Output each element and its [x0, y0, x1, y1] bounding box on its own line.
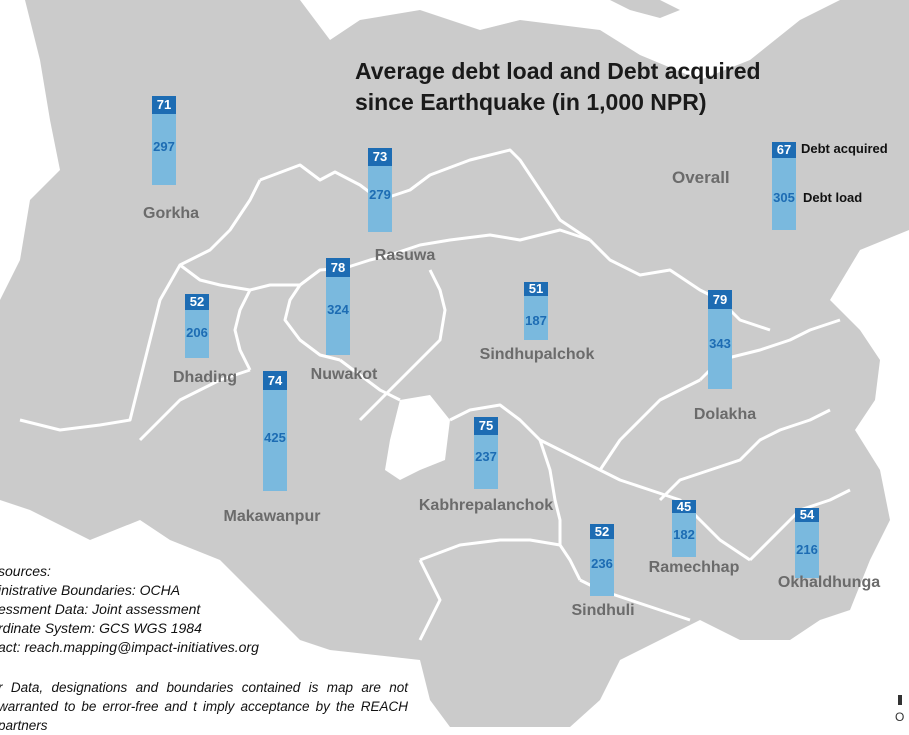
debt-load-value: 324 [326, 277, 350, 355]
debt-acquired-value: 73 [368, 148, 392, 166]
debt-acquired-value: 79 [708, 290, 732, 309]
disclaimer-text: r Data, designations and boundaries cont… [0, 680, 408, 733]
district-label-ramechhap: Ramechhap [648, 559, 740, 576]
sources-line-boundaries: inistrative Boundaries: OCHA [0, 582, 181, 598]
sources-heading: sources: [0, 563, 51, 579]
district-label-kabhrepalanchok: Kabhrepalanchok [418, 497, 554, 514]
district-label-makawanpur: Makawanpur [223, 508, 321, 525]
legend-debt-load-label: Debt load [803, 190, 863, 205]
title-line-1: Average debt load and Debt acquired [355, 58, 761, 84]
debt-load-value: 343 [708, 309, 732, 389]
debt-acquired-value: 78 [326, 258, 350, 277]
sources-block: sources: inistrative Boundaries: OCHA es… [0, 562, 418, 657]
bar-dolakha: 79 343 [708, 290, 732, 389]
map-title: Average debt load and Debt acquired sinc… [355, 56, 795, 118]
debt-acquired-value: 74 [263, 371, 287, 390]
legend-debt-acquired-value: 67 [772, 142, 796, 158]
district-label-sindhupalchok: Sindhupalchok [479, 346, 595, 363]
bar-sindhuli: 52 236 [590, 524, 614, 596]
debt-load-value: 187 [524, 296, 548, 340]
district-label-sindhuli: Sindhuli [571, 602, 635, 619]
debt-load-value: 182 [672, 513, 696, 557]
district-label-okhaldhunga: Okhaldhunga [777, 574, 881, 591]
sources-line-assessment: essment Data: Joint assessment [0, 601, 201, 617]
legend-debt-acquired-label: Debt acquired [801, 141, 888, 156]
debt-load-value: 216 [795, 522, 819, 578]
legend-debt-load-value: 305 [772, 158, 796, 230]
district-label-dhading: Dhading [173, 369, 237, 386]
district-label-dolakha: Dolakha [693, 406, 757, 423]
bar-rasuwa: 73 279 [368, 148, 392, 232]
sources-line-contact: act: reach.mapping@impact-initiatives.or… [0, 639, 259, 655]
title-line-2: since Earthquake (in 1,000 NPR) [355, 89, 707, 115]
bar-sindhupalchok: 51 187 [524, 282, 548, 340]
landmass-top [610, 0, 680, 18]
debt-acquired-value: 45 [672, 500, 696, 513]
debt-load-value: 425 [263, 390, 287, 491]
bar-makawanpur: 74 425 [263, 371, 287, 491]
debt-acquired-value: 71 [152, 96, 176, 114]
district-boundaries [19, 148, 851, 641]
debt-acquired-value: 52 [185, 294, 209, 310]
overall-label: Overall [672, 168, 730, 187]
debt-acquired-value: 75 [474, 417, 498, 435]
edge-mark [898, 695, 902, 705]
bar-kabhrepalanchok: 75 237 [474, 417, 498, 489]
bar-dhading: 52 206 [185, 294, 209, 358]
district-label-rasuwa: Rasuwa [374, 247, 436, 264]
district-label-gorkha: Gorkha [142, 205, 200, 222]
debt-load-value: 236 [590, 539, 614, 596]
bar-nuwakot: 78 324 [326, 258, 350, 355]
debt-load-value: 237 [474, 435, 498, 489]
sources-line-coordinate-system: rdinate System: GCS WGS 1984 [0, 620, 202, 636]
bar-gorkha: 71 297 [152, 96, 176, 185]
debt-acquired-value: 51 [524, 282, 548, 296]
debt-load-value: 279 [368, 166, 392, 232]
debt-acquired-value: 54 [795, 508, 819, 522]
edge-glyph: O [895, 710, 905, 724]
legend-bar: 67 305 [772, 142, 796, 230]
debt-load-value: 206 [185, 310, 209, 358]
bar-okhaldhunga: 54 216 [795, 508, 819, 578]
debt-load-value: 297 [152, 114, 176, 185]
debt-acquired-value: 52 [590, 524, 614, 539]
district-label-nuwakot: Nuwakot [310, 366, 378, 383]
valley-hole [385, 395, 450, 480]
bar-ramechhap: 45 182 [672, 500, 696, 557]
